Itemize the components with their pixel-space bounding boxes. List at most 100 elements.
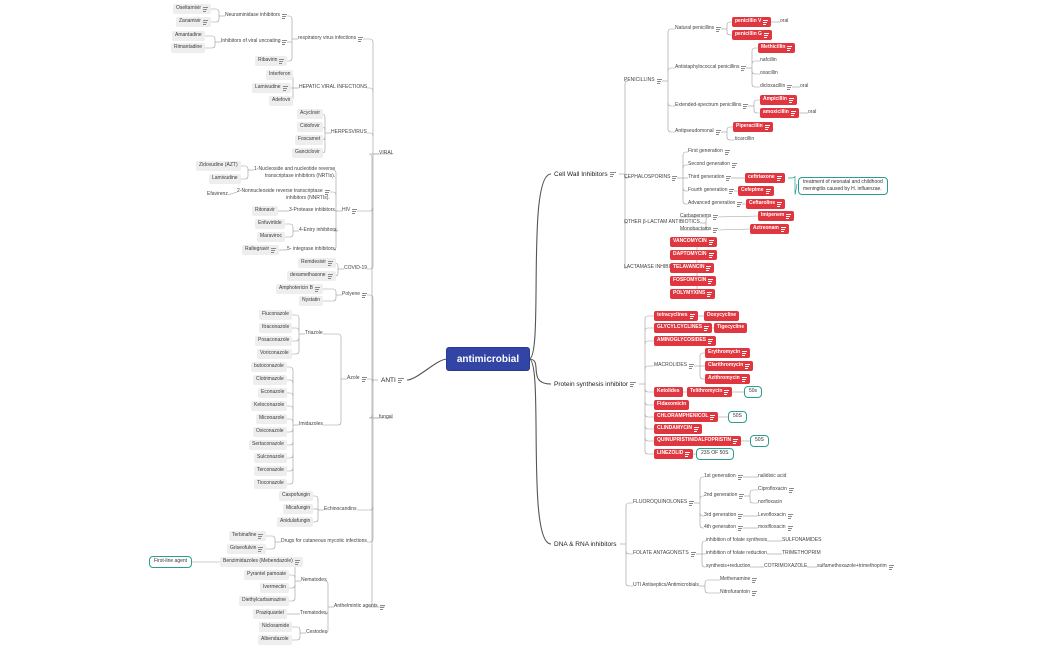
note-icon[interactable] [258,533,264,539]
note-icon[interactable] [279,58,285,64]
node-aminoglycosides[interactable]: AMINOGLYCOSIDES [654,336,716,346]
node-antipseudomonal[interactable]: Antipseudomonal [675,128,721,136]
note-icon[interactable] [707,291,713,297]
node-miconazole[interactable]: Miconazole [256,414,288,424]
node-second-generation[interactable]: Second generation [688,161,737,169]
node-anidulafungin[interactable]: Anidulafungin [277,517,314,527]
node-ivermectin[interactable]: Ivermectin [260,583,290,593]
node-macrolides[interactable]: MACROLIDES [654,362,695,370]
node-tioconazole[interactable]: Tioconazole [254,479,287,489]
note-icon[interactable] [742,350,748,356]
note-icon[interactable] [763,32,769,38]
node-covid-19[interactable]: COVID-19 [344,265,367,273]
node-trematodes[interactable]: Trematodes [300,610,327,618]
note-icon[interactable] [708,278,714,284]
node-aztreonam[interactable]: Aztreonam [750,224,789,234]
node-foscarnet[interactable]: Foscarnet [295,135,324,145]
node-remdesivir[interactable]: Remdesivir [298,258,337,268]
node-natural-penicillins[interactable]: Natural penicillins [675,25,722,33]
node-herpesvirus[interactable]: HERPESVIRUS [331,129,367,137]
node-interferon[interactable]: Interferon [266,70,294,80]
node-vancomycin[interactable]: VANCOMYCIN [670,237,717,247]
node-cidofovir[interactable]: Cidofovir [297,122,323,132]
node-monobactams[interactable]: Monobactams [680,226,719,234]
node-sulfamethoxazole-trimethoprim[interactable]: sulfamethoxazole+trimethoprim [817,563,894,571]
node-ketoconazole[interactable]: Ketoconazole [251,401,288,411]
node-oxacillin[interactable]: oxacillin [760,70,778,78]
note-icon[interactable] [786,213,792,219]
note-icon[interactable] [202,19,208,25]
node-nalidixic-acid[interactable]: nalidixic acid [758,473,786,481]
node-lamivudine[interactable]: Lamivudine [252,83,291,93]
note-icon[interactable] [888,564,894,570]
node-hepatic-viral-infections[interactable]: HEPATIC VIRAL INFECTIONS [299,84,367,92]
node-efavirenz[interactable]: Efavirenz [207,191,228,199]
node-benzimidazoles-mebendazole[interactable]: Benzimidazoles (Mebendazole) [220,557,303,567]
note-icon[interactable] [630,382,637,387]
note-icon[interactable] [724,389,730,395]
node-amoxicillin[interactable]: amoxicillin [760,108,799,118]
node-telithromycin[interactable]: Telithromycin [687,387,733,397]
note-icon[interactable] [271,247,277,253]
note-icon[interactable] [352,208,358,214]
node-glycylcyclines[interactable]: GLYCYLCYCLINES [654,323,713,333]
node-raltegravir[interactable]: Raltegravir [242,245,280,255]
node-tigecycline[interactable]: Tigecycline [714,323,748,333]
node-albendazole[interactable]: Albendazole [258,635,292,645]
node-transcriptase-inhibitors-nrtis[interactable]: transcriptase inhibitors (NRTIs). [265,173,335,181]
node-praziquantel[interactable]: Praziquantel [253,609,287,619]
note-icon[interactable] [324,189,330,195]
node-rimantadine[interactable]: Rimantadine [171,43,206,53]
note-icon[interactable] [282,39,288,45]
node-norfloxacin[interactable]: norfloxacin [758,499,782,507]
note-icon[interactable] [741,376,747,382]
note-icon[interactable] [314,286,320,292]
note-icon[interactable] [738,513,744,519]
node-tetracyclines[interactable]: tetracyclines [654,311,698,321]
note-icon[interactable] [713,227,719,233]
note-icon[interactable] [787,513,793,519]
node-neuraminidase-inhibitors[interactable]: Neuraminidase inhibitors [225,12,288,20]
note-icon[interactable] [776,175,782,181]
node-fluoroquinolones[interactable]: FLUOROQUINOLONES [633,499,695,507]
node-uti-antiseptics-antimicrobials[interactable]: UTI Antiseptics/Antimicrobials [633,582,699,590]
node-hiv[interactable]: HIV [342,207,358,215]
node-third-generation[interactable]: Third generation [688,174,732,182]
node-ketolides[interactable]: Ketolides [654,387,683,397]
node-anthelmintic-agents[interactable]: Anthelmintic agents [334,603,385,611]
note-icon[interactable] [704,325,710,331]
node-1-nucleoside-and-nucleotide-reverse[interactable]: 1-Nucleoside and nucleotide reverse [254,166,335,174]
node-ampicillin[interactable]: Ampicillin [760,95,797,105]
node-fluconazole[interactable]: Fluconazole [259,310,292,320]
node-cephalosporins[interactable]: CEPHALOSPORINS [624,174,678,182]
note-icon[interactable] [327,273,333,279]
node-butoconazole[interactable]: butoconazole [251,362,287,372]
note-icon[interactable] [656,78,662,84]
node-levofloxacin[interactable]: Levofloxacin [758,512,793,520]
node-50s[interactable]: 50S [728,411,747,423]
node-ceftaroline[interactable]: Ceftaroline [746,199,786,209]
node-griseofulvin[interactable]: Griseofulvin [227,544,267,554]
node-voriconazole[interactable]: Voriconazole [257,349,292,359]
node-penicillins[interactable]: PENICILLINS [624,77,662,85]
node-23s-of-50s[interactable]: 23S OF 50S [696,448,734,460]
node-viral[interactable]: VIRAL [379,150,393,158]
node-echinocandins[interactable]: Echinocandins [324,506,357,514]
node-extended-spectrum-penicillins[interactable]: Extended-spectrum penicillins [675,102,749,110]
node-clotrimazole[interactable]: Clotrimazole [253,375,287,385]
node-inhibition-of-folate-reduction[interactable]: inhibition of folate reduction [706,550,767,558]
node-nematodes[interactable]: Nematodes [301,577,327,585]
note-icon[interactable] [788,487,794,493]
note-icon[interactable] [282,13,288,19]
node-first-line-agent[interactable]: First-line agent [149,556,193,568]
note-icon[interactable] [294,559,300,565]
node-imidazoles[interactable]: Imidazoles [299,421,323,429]
node-trimethoprim[interactable]: TRIMETHOPRIM [782,550,821,558]
note-icon[interactable] [780,226,786,232]
note-icon[interactable] [737,525,743,531]
node-dicloxacillin[interactable]: dicloxacillin [760,83,793,91]
node-inhibition-of-folate-synthesis[interactable]: inhibition of folate synthesis [706,537,767,545]
node-niclosamide[interactable]: Niclosamide [259,622,293,632]
node-inhibitors-nnrtis[interactable]: inhibitors (NNRTIs). [286,195,330,203]
node-caspofungin[interactable]: Caspofungin [279,491,314,501]
